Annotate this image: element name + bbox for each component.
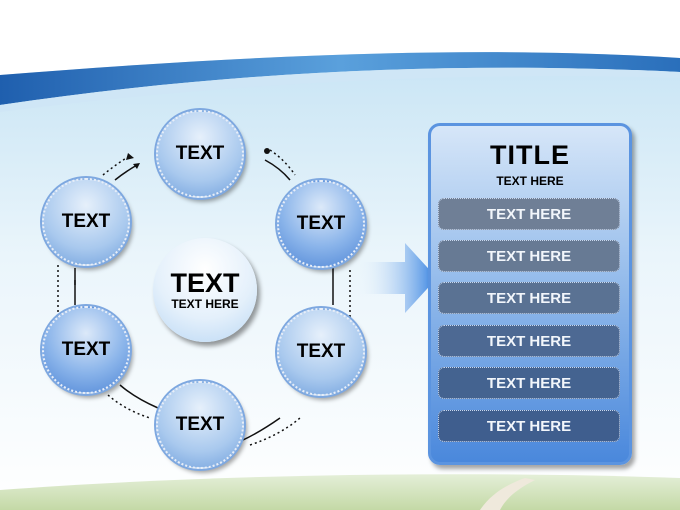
cycle-node-bottom-left: TEXT xyxy=(42,306,130,394)
row-label: TEXT HERE xyxy=(486,374,572,392)
node-label: TEXT xyxy=(61,339,111,360)
row-label: TEXT HERE xyxy=(486,247,572,265)
row-label: TEXT HERE xyxy=(486,289,572,307)
cycle-node-bottom-right: TEXT xyxy=(277,308,365,396)
panel-row: TEXT HERE xyxy=(438,325,620,357)
node-label: TEXT xyxy=(296,213,346,234)
row-label: TEXT HERE xyxy=(486,205,572,223)
node-label: TEXT xyxy=(175,414,225,435)
panel-row: TEXT HERE xyxy=(438,282,620,314)
panel-title: TITLE xyxy=(490,140,570,170)
cycle-node-top-left: TEXT xyxy=(42,178,130,266)
arrow-right-icon xyxy=(358,243,437,313)
row-label: TEXT HERE xyxy=(486,332,572,350)
cycle-node-top: TEXT xyxy=(156,110,244,198)
panel-row: TEXT HERE xyxy=(438,410,620,442)
panel-row: TEXT HERE xyxy=(438,198,620,230)
panel-subtitle: TEXT HERE xyxy=(496,174,564,188)
title-panel: TITLE TEXT HERE TEXT HERE TEXT HERE TEXT… xyxy=(428,123,632,465)
panel-row: TEXT HERE xyxy=(438,240,620,272)
center-subtitle: TEXT HERE xyxy=(171,296,239,311)
cycle-center: TEXT TEXT HERE xyxy=(153,238,257,342)
cycle-node-top-right: TEXT xyxy=(277,180,365,268)
node-label: TEXT xyxy=(296,341,346,362)
node-label: TEXT xyxy=(175,143,225,164)
panel-row: TEXT HERE xyxy=(438,367,620,399)
center-title: TEXT xyxy=(170,267,240,298)
row-label: TEXT HERE xyxy=(486,417,572,435)
cycle-node-bottom: TEXT xyxy=(156,381,244,469)
node-label: TEXT xyxy=(61,211,111,232)
